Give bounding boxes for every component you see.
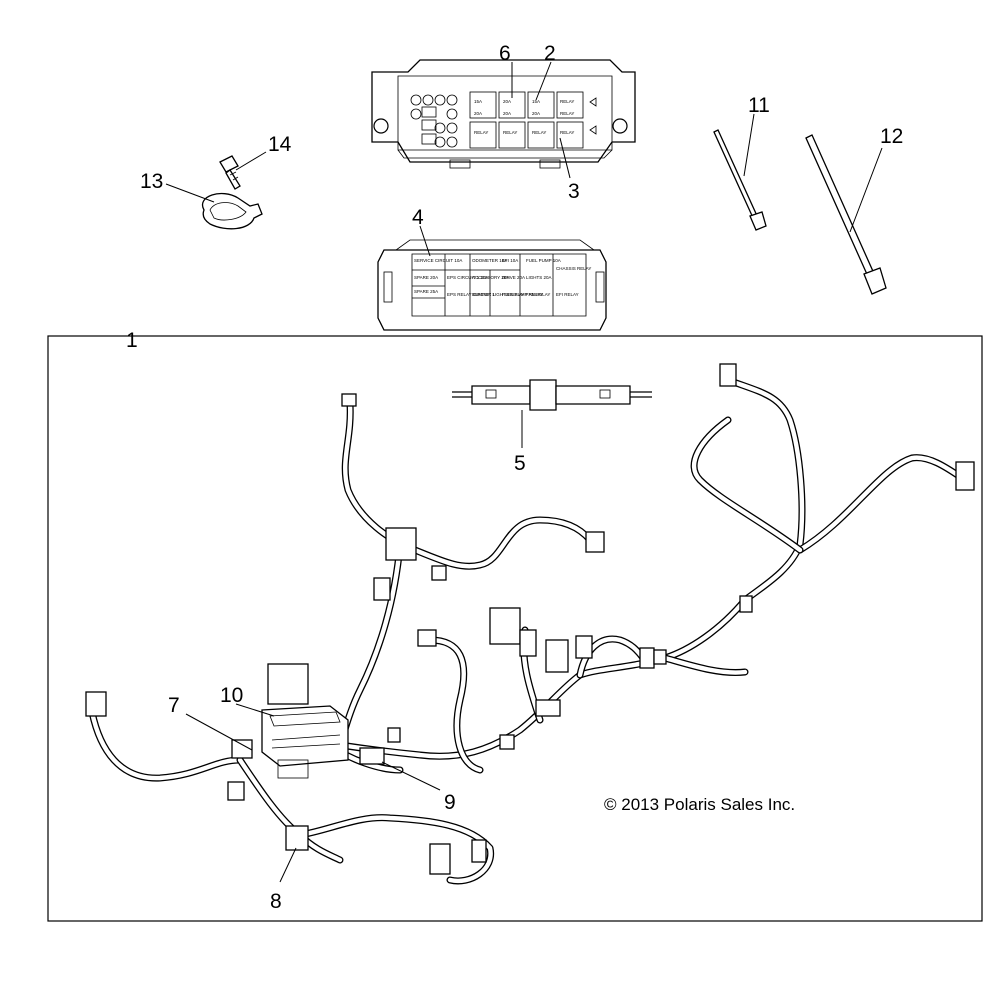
fuse-box: 15A 20A 15A RELAY 20A 20A 20A RELAY RELA… bbox=[371, 59, 636, 169]
cover-label: EPS RELAY CIRCUIT 1 bbox=[447, 292, 495, 297]
callout-6: 6 bbox=[499, 42, 511, 65]
callout-3: 3 bbox=[568, 180, 580, 203]
callout-labels: 1 2 3 4 5 6 7 8 9 10 11 12 13 14 bbox=[126, 42, 903, 913]
cover-label: CHASSIS RELAY bbox=[556, 266, 591, 271]
fuse-slots bbox=[469, 91, 584, 149]
inline-fuse-holder bbox=[452, 379, 652, 411]
cover-label: SPARE 25A bbox=[414, 289, 438, 294]
cover-label: DRIVE 20A bbox=[502, 275, 525, 280]
cable-tie-short bbox=[713, 129, 767, 231]
fuse-label: RELAY bbox=[560, 130, 574, 135]
cover-label: SERVICE CIRCUIT 10A bbox=[414, 258, 462, 263]
harness-connectors bbox=[85, 363, 975, 875]
callout-7: 7 bbox=[168, 694, 180, 717]
fuse-label: RELAY bbox=[560, 99, 574, 104]
callout-11: 11 bbox=[748, 94, 770, 117]
fuse-label: 20A bbox=[503, 111, 511, 116]
callout-14: 14 bbox=[268, 133, 292, 156]
fuse-label: RELAY bbox=[474, 130, 488, 135]
callout-13: 13 bbox=[140, 170, 163, 193]
cover-label: FAN RELAY bbox=[526, 292, 550, 297]
fuse-label: RELAY bbox=[503, 130, 517, 135]
cover-label: FUEL PUMP RELAY bbox=[502, 292, 543, 297]
fuse-box-cover: SERVICE CIRCUIT 10A ODOMETER 10A EFI 10A… bbox=[377, 239, 607, 331]
callout-1: 1 bbox=[126, 329, 138, 352]
cover-label: ODOMETER 10A bbox=[472, 258, 507, 263]
callout-10: 10 bbox=[220, 684, 243, 707]
fuse-label: 20A bbox=[474, 111, 482, 116]
bolt-part bbox=[219, 155, 241, 190]
wire-harness bbox=[85, 363, 975, 885]
cover-label: EFI 10A bbox=[502, 258, 518, 263]
cover-label: SPARE 20A bbox=[414, 275, 438, 280]
cover-label: EPS CIRCUIT 1 10A bbox=[447, 275, 488, 280]
cover-label: ACCESSORY 20A bbox=[472, 275, 509, 280]
callout-2: 2 bbox=[544, 42, 556, 65]
cover-label: LIGHTS 20A bbox=[526, 275, 552, 280]
fuse-slot-labels: 15A 20A 15A RELAY 20A 20A 20A RELAY RELA… bbox=[474, 99, 574, 135]
callout-8: 8 bbox=[270, 890, 282, 913]
fuse-holes bbox=[410, 94, 458, 148]
fuse-label: 15A bbox=[474, 99, 482, 104]
harness-frame bbox=[47, 335, 983, 922]
callout-5: 5 bbox=[514, 452, 526, 475]
power-module bbox=[261, 705, 349, 779]
copyright-notice: © 2013 Polaris Sales Inc. bbox=[604, 795, 795, 814]
fuse-label: 20A bbox=[503, 99, 511, 104]
fuse-label: 15A bbox=[532, 99, 540, 104]
fuse-label: RELAY bbox=[532, 130, 546, 135]
callout-12: 12 bbox=[880, 125, 903, 148]
cover-labels: SERVICE CIRCUIT 10A ODOMETER 10A EFI 10A… bbox=[414, 258, 591, 297]
callout-9: 9 bbox=[444, 791, 456, 814]
callout-leaders bbox=[165, 61, 883, 883]
fuse-label: 20A bbox=[532, 111, 540, 116]
cable-tie-long bbox=[805, 134, 887, 295]
cover-label: FUEL PUMP 10A bbox=[526, 258, 561, 263]
callout-4: 4 bbox=[412, 206, 424, 229]
clamp-part bbox=[201, 193, 263, 230]
cover-label: EFI RELAY bbox=[556, 292, 579, 297]
cover-label: BUMPER LIGHTS RELAY bbox=[472, 292, 524, 297]
fuse-label: RELAY bbox=[560, 111, 574, 116]
